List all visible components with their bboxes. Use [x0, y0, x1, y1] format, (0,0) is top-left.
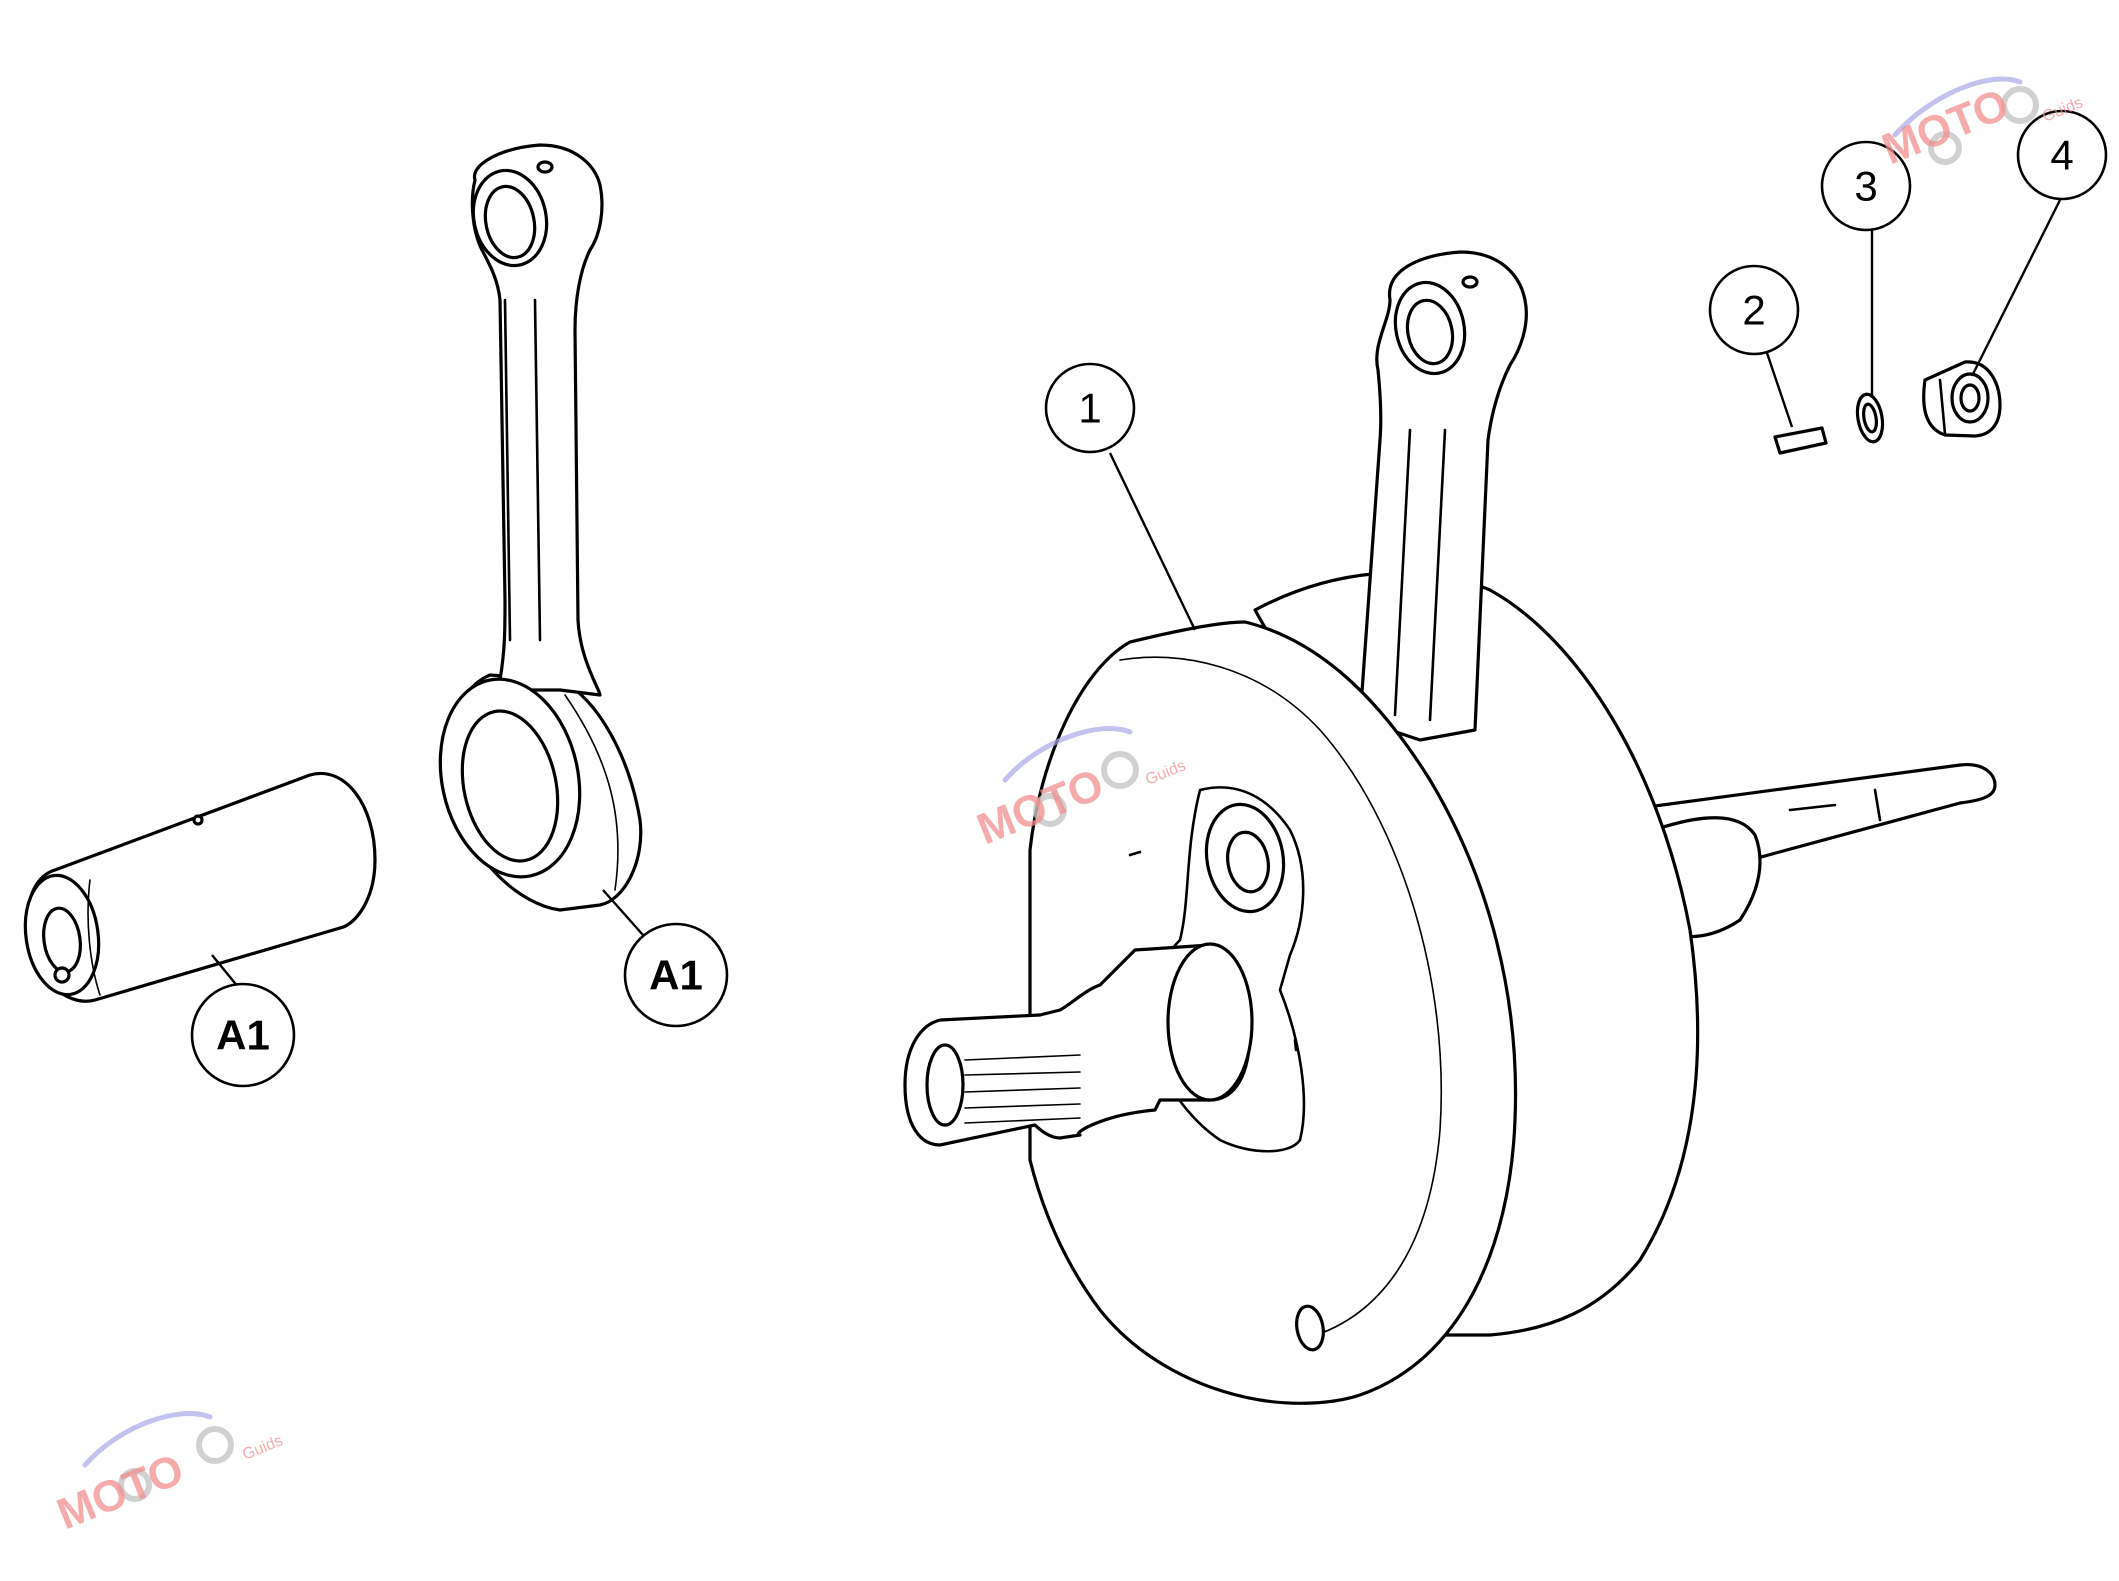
callout-1: 1: [1044, 362, 1136, 454]
callout-a1-rod: A1: [623, 922, 729, 1028]
svg-text:A1: A1: [649, 952, 703, 999]
svg-text:Guids: Guids: [240, 1432, 285, 1463]
callout-a1-pin: A1: [190, 982, 296, 1088]
watermark-bottom-left: MOTO Guids: [50, 1411, 285, 1540]
leader-lines: [211, 199, 2062, 994]
svg-text:2: 2: [1742, 287, 1765, 334]
svg-text:1: 1: [1078, 385, 1101, 432]
svg-text:A1: A1: [216, 1012, 270, 1059]
crank-pin: [23, 771, 377, 1003]
nut-part: [1922, 360, 2002, 438]
key-part: [1773, 426, 1828, 455]
callout-3: 3: [1820, 140, 1912, 232]
crankshaft-assembly: [903, 250, 1997, 1405]
callout-4: 4: [2016, 109, 2108, 201]
washer-part: [1855, 392, 1885, 444]
svg-text:MOTO: MOTO: [50, 1445, 190, 1540]
callout-2: 2: [1708, 264, 1800, 356]
svg-text:4: 4: [2050, 132, 2073, 179]
connecting-rod-standalone: [438, 143, 643, 912]
svg-text:3: 3: [1854, 163, 1877, 210]
